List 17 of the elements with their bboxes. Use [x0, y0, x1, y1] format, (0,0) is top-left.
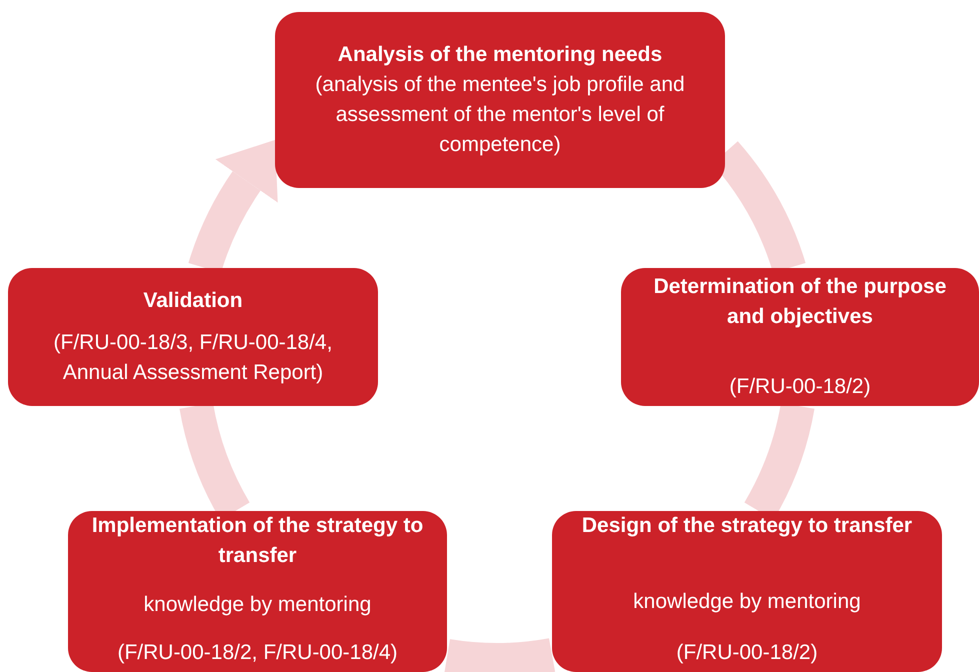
step-title: Analysis of the mentoring needs: [338, 42, 662, 68]
step-title: Implementation of the strategy to transfer: [90, 513, 424, 569]
step-description: (F/RU-00-18/2): [676, 640, 818, 666]
step-box: [68, 511, 447, 672]
step-description: (F/RU-00-18/3, F/RU-00-18/4, Annual Assessment Report): [52, 330, 334, 386]
step-box: [8, 268, 378, 406]
step-description: (F/RU-00-18/2): [729, 374, 871, 400]
step-description: (analysis of the mentee's job profile and assessment of the mentor's level of competence): [314, 72, 686, 158]
step-description: (F/RU-00-18/2, F/RU-00-18/4): [117, 640, 398, 666]
step-title: Design of the strategy to transfer: [582, 513, 912, 539]
step-description: knowledge by mentoring: [144, 592, 372, 618]
step-box: [621, 268, 979, 406]
step-title: Validation: [143, 288, 243, 314]
step-description: knowledge by mentoring: [633, 588, 861, 614]
step-box: [552, 511, 942, 672]
step-title: Determination of the purpose and objectives: [652, 274, 948, 330]
step-box: [275, 12, 725, 188]
